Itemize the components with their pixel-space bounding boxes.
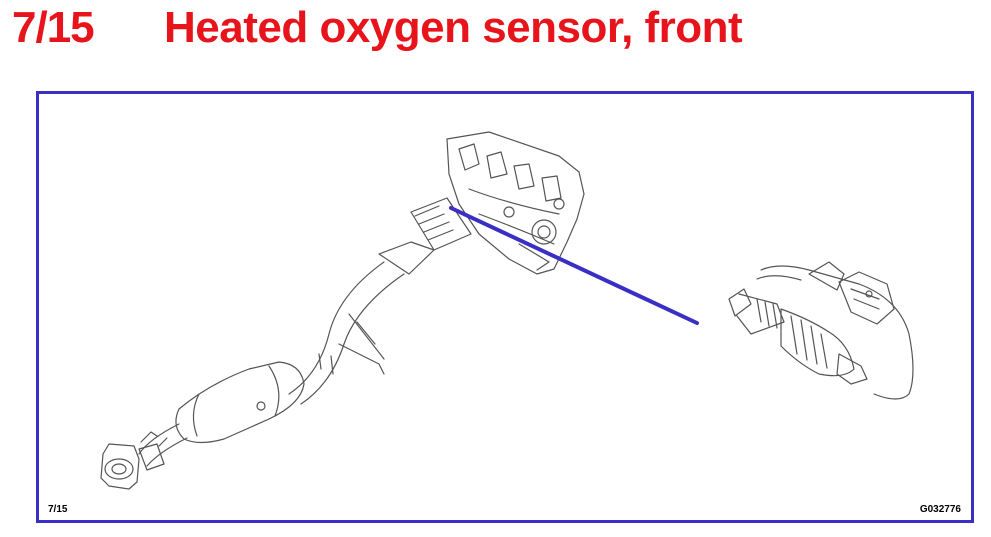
oxygen-sensor [728, 261, 914, 400]
section-number: 7/15 [12, 3, 95, 52]
illustration-frame: 7/15 G032776 [36, 91, 974, 523]
page-title: Heated oxygen sensor, front [164, 3, 743, 52]
figure-page-ref: 7/15 [48, 504, 68, 515]
figure-code: G032776 [919, 504, 961, 515]
sensor-pointer-line [449, 206, 699, 325]
exhaust-illustration [100, 131, 914, 490]
exhaust-manifold [446, 131, 585, 275]
exhaust-front-pipe [288, 197, 472, 405]
exhaust-catalyst [100, 361, 305, 490]
